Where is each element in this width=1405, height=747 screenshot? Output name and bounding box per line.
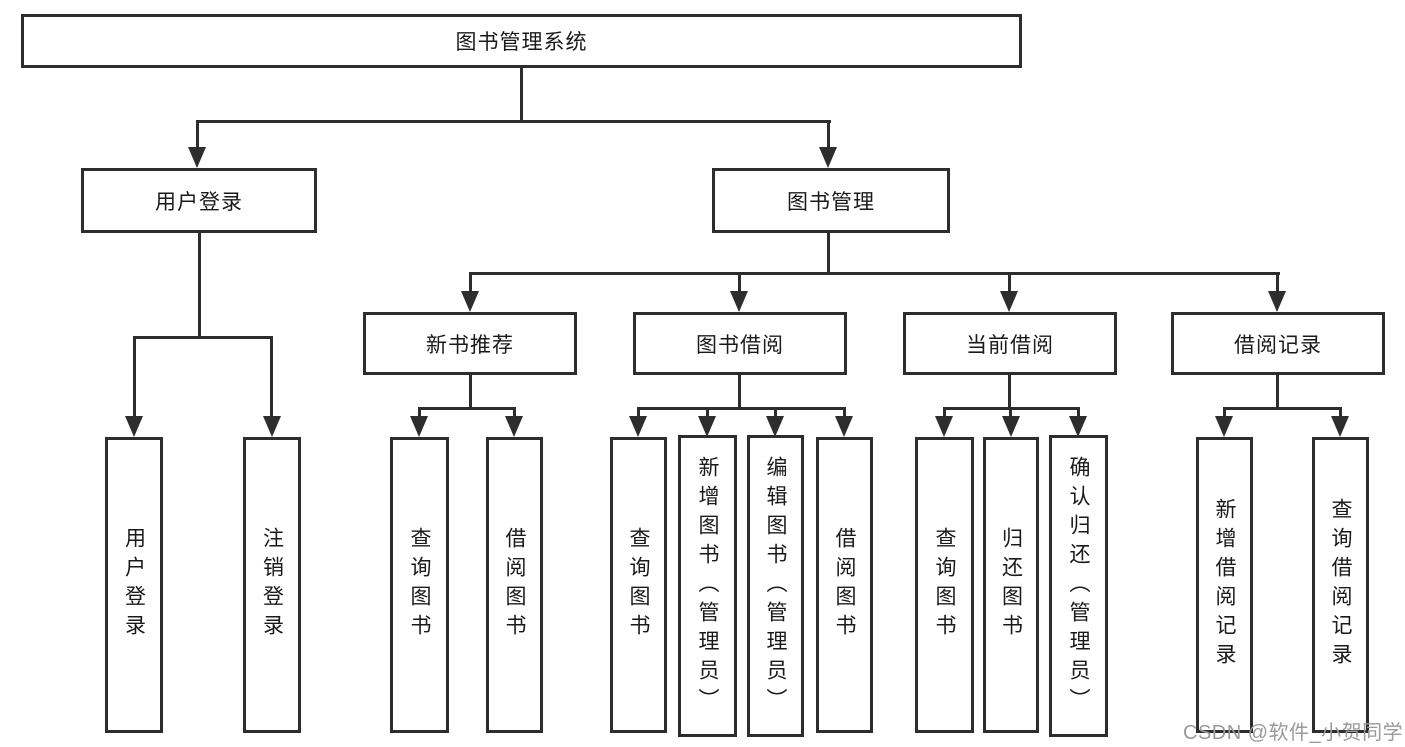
arrow-down-icon: [766, 416, 784, 437]
leaf-label: 查询图书: [933, 527, 957, 643]
leaf-add-books-admin: 新增图书（管理员）: [678, 435, 737, 737]
node-label: 当前借阅: [966, 333, 1054, 357]
connector: [1223, 407, 1341, 410]
arrow-down-icon: [819, 147, 837, 168]
leaf-label: 用户登录: [122, 527, 146, 643]
arrow-down-icon: [1215, 416, 1233, 437]
connector: [469, 272, 472, 294]
arrow-down-icon: [188, 147, 206, 168]
leaf-label: 借阅图书: [833, 527, 857, 643]
node-book-borrow: 图书借阅: [633, 312, 847, 375]
connector: [843, 407, 846, 419]
arrow-down-icon: [629, 416, 647, 437]
connector: [738, 272, 741, 294]
leaf-edit-books-admin: 编辑图书（管理员）: [747, 435, 804, 737]
leaf-label: 编辑图书（管理员）: [764, 455, 788, 717]
arrow-down-icon: [1002, 416, 1020, 437]
arrow-down-icon: [1268, 291, 1286, 312]
leaf-label: 注销登录: [260, 527, 284, 643]
node-book-management: 图书管理: [712, 168, 950, 233]
node-label: 用户登录: [155, 190, 243, 214]
connector: [738, 375, 741, 409]
leaf-logout: 注销登录: [243, 437, 301, 733]
arrow-down-icon: [1000, 291, 1018, 312]
leaf-add-borrow-record: 新增借阅记录: [1196, 437, 1253, 733]
node-user-login: 用户登录: [81, 168, 317, 233]
connector: [943, 407, 946, 419]
leaf-label: 新增借阅记录: [1213, 498, 1237, 672]
node-label: 借阅记录: [1234, 333, 1322, 357]
leaf-label: 查询借阅记录: [1329, 498, 1353, 672]
connector: [1339, 407, 1342, 419]
connector: [198, 232, 201, 338]
connector: [196, 120, 831, 123]
leaf-label: 确认归还（管理员）: [1067, 455, 1091, 717]
arrow-down-icon: [263, 416, 281, 437]
connector: [520, 68, 523, 123]
arrow-down-icon: [410, 416, 428, 437]
arrow-down-icon: [505, 416, 523, 437]
leaf-return-books: 归还图书: [983, 437, 1039, 733]
arrow-down-icon: [125, 416, 143, 437]
connector: [774, 407, 777, 419]
connector: [827, 120, 830, 150]
connector: [637, 407, 845, 410]
arrow-down-icon: [461, 291, 479, 312]
node-label: 图书管理: [787, 190, 875, 214]
connector: [1276, 375, 1279, 409]
leaf-borrow-books: 借阅图书: [816, 437, 873, 733]
leaf-label: 查询图书: [408, 527, 432, 643]
connector: [1008, 375, 1011, 409]
node-current-borrow: 当前借阅: [903, 312, 1117, 375]
leaf-label: 归还图书: [999, 527, 1023, 643]
arrow-down-icon: [835, 416, 853, 437]
node-label: 新书推荐: [426, 333, 514, 357]
connector: [469, 272, 1280, 275]
leaf-confirm-return-admin: 确认归还（管理员）: [1049, 435, 1108, 737]
connector: [827, 232, 830, 274]
arrow-down-icon: [1069, 416, 1087, 437]
leaf-label: 查询图书: [627, 527, 651, 643]
connector: [706, 407, 709, 419]
connector: [469, 375, 472, 409]
node-label: 图书管理系统: [455, 31, 588, 54]
connector: [196, 120, 199, 150]
connector: [418, 407, 421, 419]
leaf-query-borrow-record: 查询借阅记录: [1312, 437, 1369, 733]
node-label: 图书借阅: [696, 333, 784, 357]
connector: [1276, 272, 1279, 294]
csdn-watermark: CSDN @软件_小贺同学: [1183, 722, 1404, 744]
arrow-down-icon: [935, 416, 953, 437]
connector: [1077, 407, 1080, 419]
connector: [1009, 407, 1012, 419]
connector: [133, 336, 136, 420]
node-borrow-record: 借阅记录: [1171, 312, 1385, 375]
connector: [1223, 407, 1226, 419]
connector: [637, 407, 640, 419]
connector: [513, 407, 516, 419]
connector: [418, 407, 516, 410]
node-new-book-recommend: 新书推荐: [363, 312, 577, 375]
leaf-query-books: 查询图书: [610, 437, 667, 733]
leaf-borrow-books: 借阅图书: [486, 437, 543, 733]
arrow-down-icon: [698, 416, 716, 437]
leaf-label: 新增图书（管理员）: [696, 455, 720, 717]
connector: [133, 336, 273, 339]
leaf-label: 借阅图书: [503, 527, 527, 643]
leaf-query-books: 查询图书: [915, 437, 974, 733]
node-library-system: 图书管理系统: [21, 14, 1022, 68]
leaf-query-books: 查询图书: [390, 437, 449, 733]
connector: [270, 336, 273, 420]
leaf-user-login: 用户登录: [105, 437, 163, 733]
connector: [1008, 272, 1011, 294]
arrow-down-icon: [730, 291, 748, 312]
arrow-down-icon: [1331, 416, 1349, 437]
